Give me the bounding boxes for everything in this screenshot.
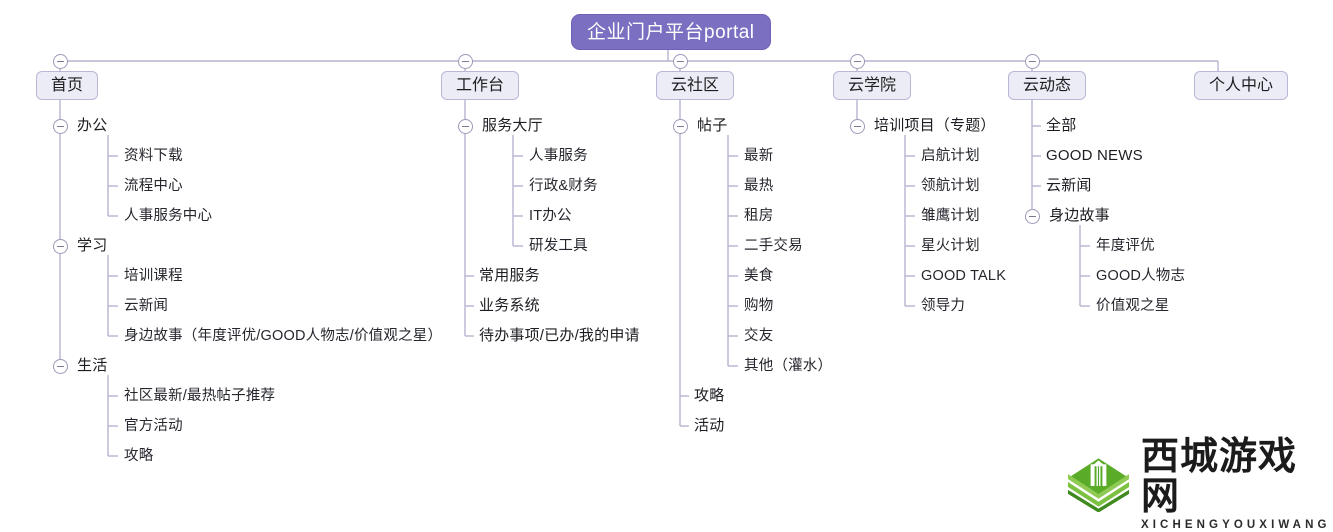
node-l3-1-0-3[interactable]: 研发工具 — [529, 238, 588, 254]
node-l3-2-0-1[interactable]: 最热 — [744, 178, 774, 194]
collapse-toggle-branch-0[interactable] — [52, 53, 68, 69]
node-l3-3-0-1[interactable]: 领航计划 — [921, 178, 980, 194]
node-l2-3-0[interactable]: 培训项目（专题） — [874, 117, 996, 134]
collapse-toggle-0-0[interactable] — [52, 118, 68, 134]
collapse-toggle-2-0[interactable] — [672, 118, 688, 134]
collapse-toggle-0-1[interactable] — [52, 238, 68, 254]
node-l3-2-0-6[interactable]: 交友 — [744, 328, 774, 344]
node-l3-2-0-0[interactable]: 最新 — [744, 148, 774, 164]
collapse-toggle-branch-2[interactable] — [672, 53, 688, 69]
node-l3-0-2-2[interactable]: 攻略 — [124, 448, 154, 464]
watermark-en-text: XICHENGYOUXIWANG — [1140, 519, 1331, 531]
node-l3-1-0-2[interactable]: IT办公 — [529, 208, 572, 224]
node-l2-4-2[interactable]: 云新闻 — [1046, 177, 1092, 194]
node-l3-3-0-4[interactable]: GOOD TALK — [921, 268, 1007, 284]
watermark-logo: 西城游戏网 XICHENGYOUXIWANG — [1066, 436, 1333, 532]
collapse-toggle-branch-4[interactable] — [1024, 53, 1040, 69]
node-l3-0-0-1[interactable]: 流程中心 — [124, 178, 183, 194]
node-l3-0-1-1[interactable]: 云新闻 — [124, 298, 169, 314]
node-l3-0-2-1[interactable]: 官方活动 — [124, 418, 183, 434]
root-node[interactable]: 企业门户平台portal — [571, 14, 771, 50]
node-l2-1-3[interactable]: 待办事项/已办/我的申请 — [479, 327, 640, 344]
node-l3-2-0-5[interactable]: 购物 — [744, 298, 774, 314]
mindmap-canvas: 企业门户平台portal 首页 工作台 云社区 云学院 云动态 个人中心办公资料下载流程中心… — [36, 14, 1326, 531]
node-l2-2-0[interactable]: 帖子 — [697, 117, 728, 134]
node-l3-2-0-2[interactable]: 租房 — [744, 208, 774, 224]
node-l3-4-3-1[interactable]: GOOD人物志 — [1096, 268, 1186, 284]
node-l3-1-0-0[interactable]: 人事服务 — [529, 148, 588, 164]
node-l3-1-0-1[interactable]: 行政&财务 — [529, 178, 598, 194]
node-l2-2-1[interactable]: 攻略 — [694, 387, 725, 404]
node-l3-4-3-0[interactable]: 年度评优 — [1096, 238, 1155, 254]
node-l2-0-1[interactable]: 学习 — [77, 237, 108, 254]
node-l2-1-0[interactable]: 服务大厅 — [482, 117, 543, 134]
collapse-toggle-4-3[interactable] — [1024, 208, 1040, 224]
watermark-cn-text: 西城游戏网 — [1140, 434, 1297, 518]
node-l3-3-0-5[interactable]: 领导力 — [921, 298, 966, 314]
collapse-toggle-0-2[interactable] — [52, 358, 68, 374]
node-l3-3-0-2[interactable]: 雏鹰计划 — [921, 208, 980, 224]
collapse-toggle-branch-1[interactable] — [457, 53, 473, 69]
node-l2-0-0[interactable]: 办公 — [77, 117, 108, 134]
collapse-toggle-1-0[interactable] — [457, 118, 473, 134]
node-l3-3-0-3[interactable]: 星火计划 — [921, 238, 980, 254]
branch-node-0[interactable]: 首页 — [36, 71, 99, 100]
node-l2-2-2[interactable]: 活动 — [694, 417, 725, 434]
node-l3-0-2-0[interactable]: 社区最新/最热帖子推荐 — [124, 388, 276, 404]
branch-node-5[interactable]: 个人中心 — [1194, 71, 1289, 100]
branch-node-1[interactable]: 工作台 — [441, 71, 520, 100]
collapse-toggle-3-0[interactable] — [849, 118, 865, 134]
node-l3-2-0-3[interactable]: 二手交易 — [744, 238, 803, 254]
node-l2-4-1[interactable]: GOOD NEWS — [1046, 147, 1143, 164]
branch-node-3[interactable]: 云学院 — [833, 71, 912, 100]
node-l2-4-0[interactable]: 全部 — [1046, 117, 1077, 134]
branch-node-4[interactable]: 云动态 — [1008, 71, 1087, 100]
diamond-leaf-icon — [1067, 458, 1130, 512]
collapse-toggle-branch-3[interactable] — [849, 53, 865, 69]
node-l3-2-0-7[interactable]: 其他（灌水） — [744, 358, 833, 374]
node-l2-0-2[interactable]: 生活 — [77, 357, 108, 374]
node-l3-0-0-0[interactable]: 资料下载 — [124, 148, 183, 164]
node-l2-4-3[interactable]: 身边故事 — [1049, 207, 1110, 224]
node-l3-0-1-0[interactable]: 培训课程 — [124, 268, 183, 284]
node-l3-0-0-2[interactable]: 人事服务中心 — [124, 208, 213, 224]
node-l2-1-2[interactable]: 业务系统 — [479, 297, 540, 314]
node-l2-1-1[interactable]: 常用服务 — [479, 267, 540, 284]
node-l3-4-3-2[interactable]: 价值观之星 — [1096, 298, 1170, 314]
node-l3-3-0-0[interactable]: 启航计划 — [921, 148, 980, 164]
node-l3-2-0-4[interactable]: 美食 — [744, 268, 774, 284]
branch-node-2[interactable]: 云社区 — [656, 71, 735, 100]
node-l3-0-1-2[interactable]: 身边故事（年度评优/GOOD人物志/价值观之星） — [124, 328, 443, 344]
